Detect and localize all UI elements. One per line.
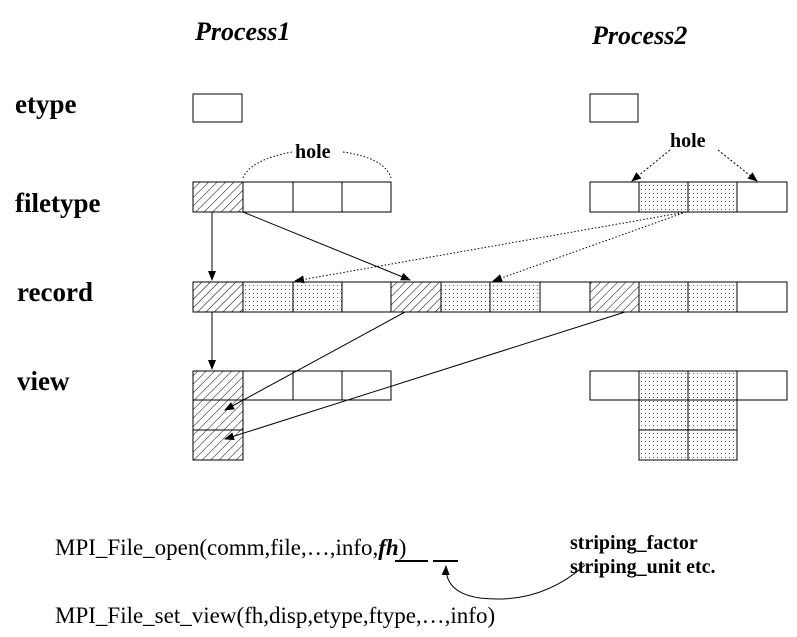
filetype-p1-cell-hole <box>292 181 343 213</box>
hole-label-process1: hole <box>295 141 331 163</box>
record-cell-p2 <box>440 281 491 313</box>
filetype-p2-cell-data <box>687 181 738 213</box>
filetype-p2-cell-data <box>638 181 689 213</box>
arrow-record-to-view-row2 <box>224 311 406 411</box>
filetype-p1-cell-hole <box>242 181 294 213</box>
hole-bracket-process1 <box>242 151 392 179</box>
view-p1-cell-hole <box>292 370 343 401</box>
arrow-filetype-p2-to-record-6 <box>492 211 687 282</box>
hole-label-process2: hole <box>670 130 706 152</box>
filetype-p2-cell-hole <box>589 181 640 213</box>
view-p2-cell-hole <box>589 370 640 401</box>
record-row <box>192 281 788 313</box>
process1-title: Process1 <box>194 17 290 46</box>
view-p2-cell-data <box>638 399 689 431</box>
filetype-p2-cell-hole <box>736 181 788 213</box>
hole-arrow-process2-right <box>717 149 758 182</box>
arrow-hints-to-info <box>441 564 586 600</box>
record-cell-p2 <box>242 281 294 313</box>
record-cell-empty <box>341 281 392 313</box>
view-p2-cell-data <box>638 370 689 401</box>
record-cell-empty <box>736 281 788 313</box>
record-cell-p2 <box>292 281 343 313</box>
row-label-record: record <box>17 277 93 307</box>
record-cell-p2 <box>638 281 689 313</box>
record-cell-p1 <box>589 281 640 313</box>
mpi-file-open-call: MPI_File_open(comm,file,…,info,fh) <box>55 535 406 560</box>
arrow-filetype-p2-to-record-2 <box>294 211 687 284</box>
arrow-record-to-view-row3 <box>224 311 626 441</box>
mpi-file-set-view-call: MPI_File_set_view(fh,disp,etype,ftype,…,… <box>55 603 495 628</box>
record-cell-p1 <box>192 281 244 313</box>
filetype-p1-cell-hole <box>341 181 392 213</box>
view-p2-cell-data <box>638 429 689 461</box>
view-p1-cell-hole <box>341 370 392 401</box>
view-p1-cell-data <box>192 429 244 461</box>
filetype-p1-cell-data <box>192 181 244 213</box>
row-label-filetype: filetype <box>15 188 100 218</box>
view-process2 <box>589 370 788 461</box>
etype-cell-process1 <box>192 93 243 123</box>
row-label-view: view <box>17 366 70 396</box>
hint-striping-unit: striping_unit etc. <box>570 556 716 578</box>
filetype-process1 <box>192 181 392 213</box>
view-p2-cell-data <box>687 370 738 401</box>
view-p2-cell-data <box>687 399 738 431</box>
arrow-filetype-p1-to-record-5 <box>242 211 411 281</box>
view-p2-cell-hole <box>736 370 788 401</box>
view-process1 <box>192 370 392 461</box>
record-cell-p1 <box>390 281 442 313</box>
filetype-process2 <box>589 181 788 213</box>
row-label-etype: etype <box>15 89 76 119</box>
view-p1-cell-data <box>192 370 244 401</box>
hole-arrow-process2-left <box>631 149 671 182</box>
process2-title: Process2 <box>591 21 687 50</box>
record-cell-p2 <box>687 281 738 313</box>
record-cell-empty <box>539 281 591 313</box>
etype-cell-process2 <box>589 93 639 123</box>
hint-striping-factor: striping_factor <box>570 532 698 554</box>
view-p2-cell-data <box>687 429 738 461</box>
record-cell-p2 <box>489 281 541 313</box>
